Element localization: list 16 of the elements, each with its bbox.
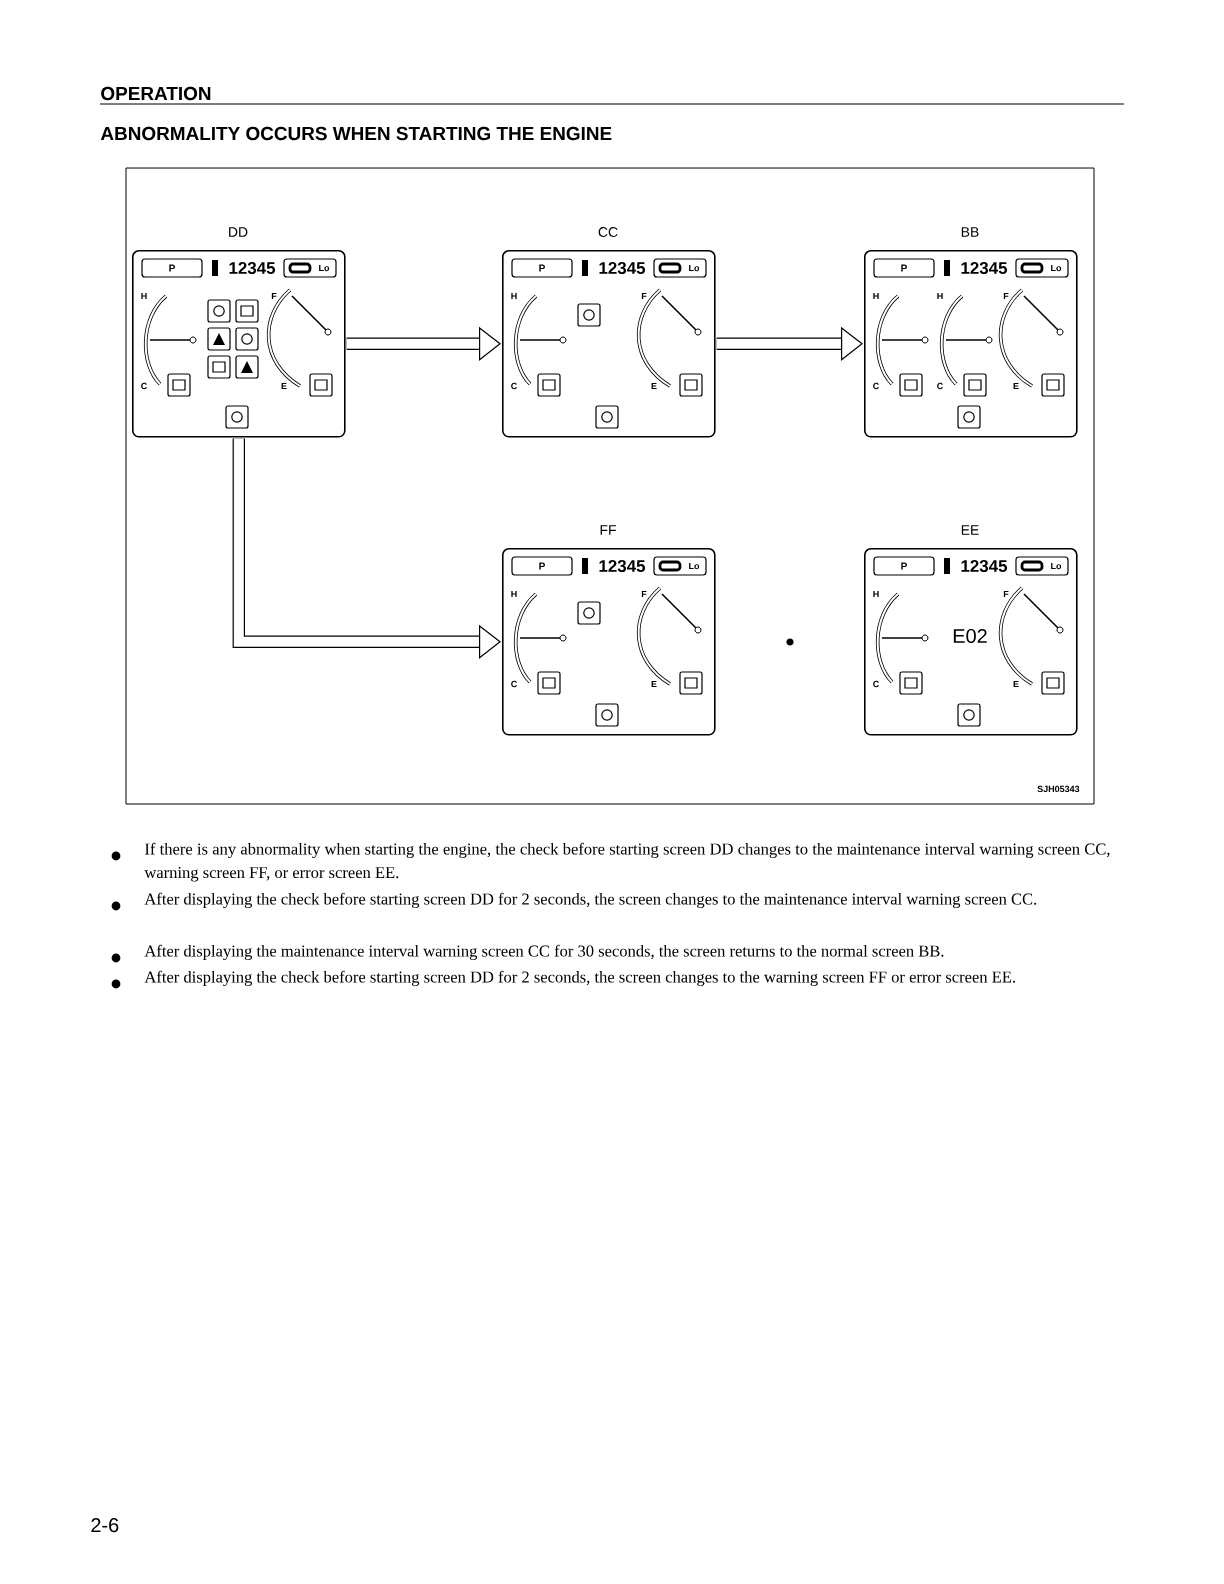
hour-meter: 12345 — [944, 260, 1008, 276]
page-number: 2-6 — [91, 1518, 119, 1533]
hour-meter: 12345 — [582, 558, 646, 574]
hour-meter: 12345 — [212, 260, 276, 276]
hour-meter: 12345 — [944, 558, 1008, 574]
heading: ABNORMALITY OCCURS WHEN STARTING THE ENGINE — [100, 126, 612, 141]
hour-meter: 12345 — [582, 260, 646, 276]
hollow-arrow — [716, 326, 863, 361]
bullet-text: After displaying the check before starting screen DD for 2 seconds, the screen changes to the warning screen FF or error screen EE. — [144, 970, 1015, 986]
bullet-text: After displaying the check before starting screen DD for 2 seconds, the screen changes to the maintenance interval warning screen CC. — [144, 892, 1037, 908]
hollow-arrow — [346, 326, 501, 361]
hollow-arrow — [232, 438, 501, 659]
error-code: E02 — [953, 628, 987, 644]
bullet-text: If there is any abnormality when starting the engine, the check before starting screen DD changes to the maintenance interval warning screen CC, warning screen FF, or error screen EE. — [144, 842, 1110, 882]
section-header: OPERATION — [101, 86, 211, 101]
bullet-text: After displaying the maintenance interval warning screen CC for 30 seconds, the screen returns to the normal screen BB. — [144, 944, 944, 960]
